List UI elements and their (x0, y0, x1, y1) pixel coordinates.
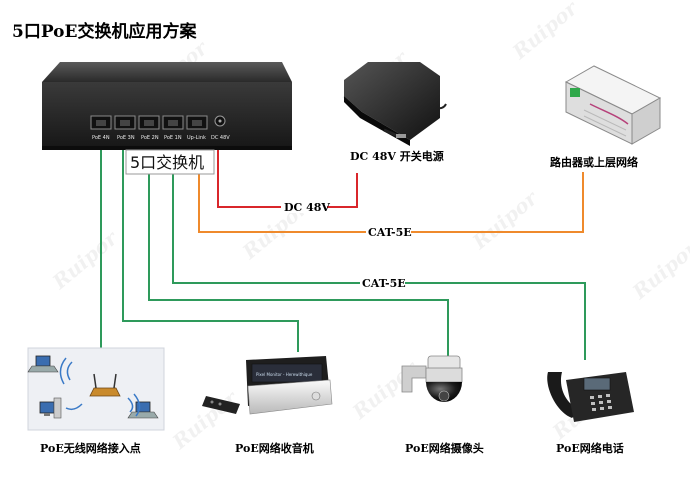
poe-wire-radio (122, 140, 299, 352)
wire-labels: DC 48V CAT-5E CAT-5E (281, 200, 412, 290)
port-label: PoE 2N (141, 135, 159, 141)
watermark-text: Ruipor (167, 385, 243, 454)
wifi-waves-icon (59, 357, 141, 417)
switch-top (42, 62, 292, 82)
power-wire (217, 140, 358, 208)
remote-control-icon (202, 396, 240, 414)
device-caption-camera: PoE网络摄像头 (405, 441, 484, 455)
switch-port-labels: PoE 4N PoE 3N PoE 2N PoE 1N Up-Link DC 4… (92, 135, 230, 141)
port-label: PoE 1N (164, 135, 182, 141)
power-wire-label: DC 48V (284, 201, 330, 214)
switch-box-label-frame (125, 149, 215, 175)
device-caption-phone: PoE网络电话 (556, 441, 624, 455)
power-adapter-caption: DC 48V 开关电源 (350, 149, 444, 163)
poe-switch: PoE 4N PoE 3N PoE 2N PoE 1N Up-Link DC 4… (42, 62, 292, 175)
page-title: 5口PoE交换机应用方案 (12, 21, 197, 42)
switch-ports (90, 115, 226, 130)
port-label: DC 48V (211, 135, 230, 141)
device-caption-ap: PoE无线网络接入点 (40, 441, 141, 455)
switch-box-label: 5口交换机 (130, 153, 204, 172)
port-label: PoE 4N (92, 135, 110, 141)
device-caption-radio: PoE网络收音机 (235, 441, 314, 455)
watermark-text: Ruipor (627, 235, 690, 304)
poe-wire-camera (148, 140, 449, 358)
ptz-camera: PoE网络摄像头 (401, 355, 484, 455)
laptop-icon (127, 401, 159, 419)
watermark-text: Ruipor (467, 185, 543, 254)
watermark-text: Ruipor (507, 0, 583, 64)
poe-wire-phone (172, 140, 586, 360)
wireless-ap: PoE无线网络接入点 (27, 347, 165, 455)
uplink-wire-label: CAT-5E (368, 226, 412, 239)
keypad (590, 394, 612, 411)
ip-phone: PoE网络电话 (547, 372, 634, 455)
router: 路由器或上层网络 (550, 65, 662, 169)
access-point-icon (89, 373, 121, 397)
watermark-text: Ruipor (47, 225, 123, 294)
router-caption: 路由器或上层网络 (550, 155, 638, 169)
poe-wire-label: CAT-5E (362, 277, 406, 290)
port-label: Up-Link (187, 135, 206, 141)
power-adapter: DC 48V 开关电源 (344, 62, 447, 163)
computer-icon (39, 397, 62, 419)
radio-screen-text: Pixel Monitor - Herewithique (256, 372, 313, 377)
laptop-icon (27, 355, 59, 373)
port-label: PoE 3N (117, 135, 135, 141)
internet-radio: Pixel Monitor - Herewithique PoE网络收音机 (202, 356, 333, 455)
